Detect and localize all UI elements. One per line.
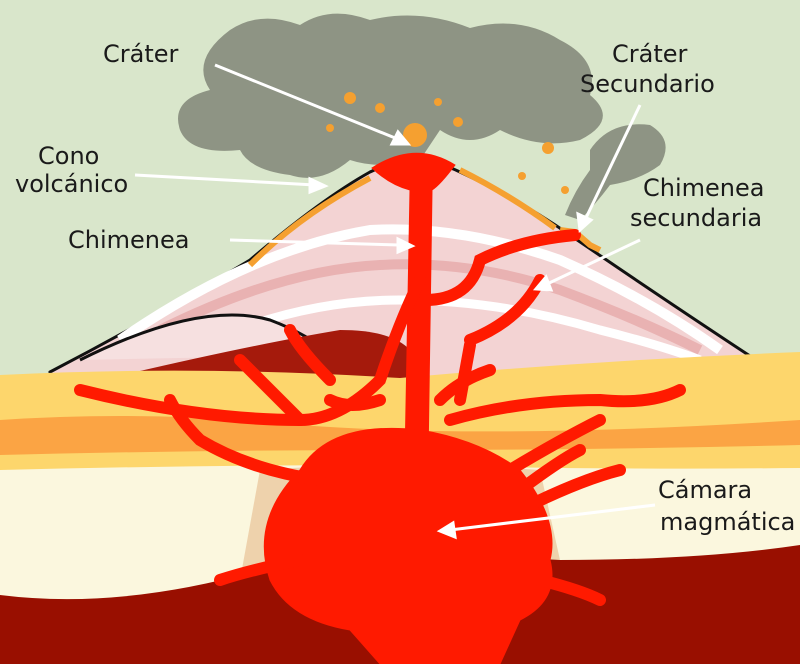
label-chamber-1: Cámara — [658, 476, 752, 504]
label-chimney: Chimenea — [68, 226, 189, 254]
arrow-chimney — [229, 238, 401, 247]
arrow-cone — [134, 173, 316, 187]
arrow-crater — [214, 63, 401, 142]
arrow-chamber — [449, 503, 656, 532]
smoke-cloud — [178, 13, 666, 220]
label-cone-1: Cono — [38, 142, 99, 170]
arrow-secondary-crater — [583, 104, 642, 221]
label-chamber-2: magmática — [660, 508, 795, 536]
lava-ejecta — [326, 92, 569, 194]
volcanic-cone — [48, 159, 752, 382]
label-crater: Cráter — [103, 40, 179, 68]
label-secondary-chimney-2: secundaria — [630, 204, 762, 232]
label-cone-2: volcánico — [15, 170, 128, 198]
label-secondary-crater-2: Secundario — [580, 70, 715, 98]
arrow-secondary-chimney — [544, 238, 641, 287]
labels: Cráter Cono volcánico Chimenea Cráter Se… — [15, 40, 795, 536]
label-secondary-crater-1: Cráter — [612, 40, 688, 68]
magma — [74, 92, 686, 664]
label-secondary-chimney-1: Chimenea — [643, 174, 764, 202]
label-arrows — [134, 63, 656, 540]
